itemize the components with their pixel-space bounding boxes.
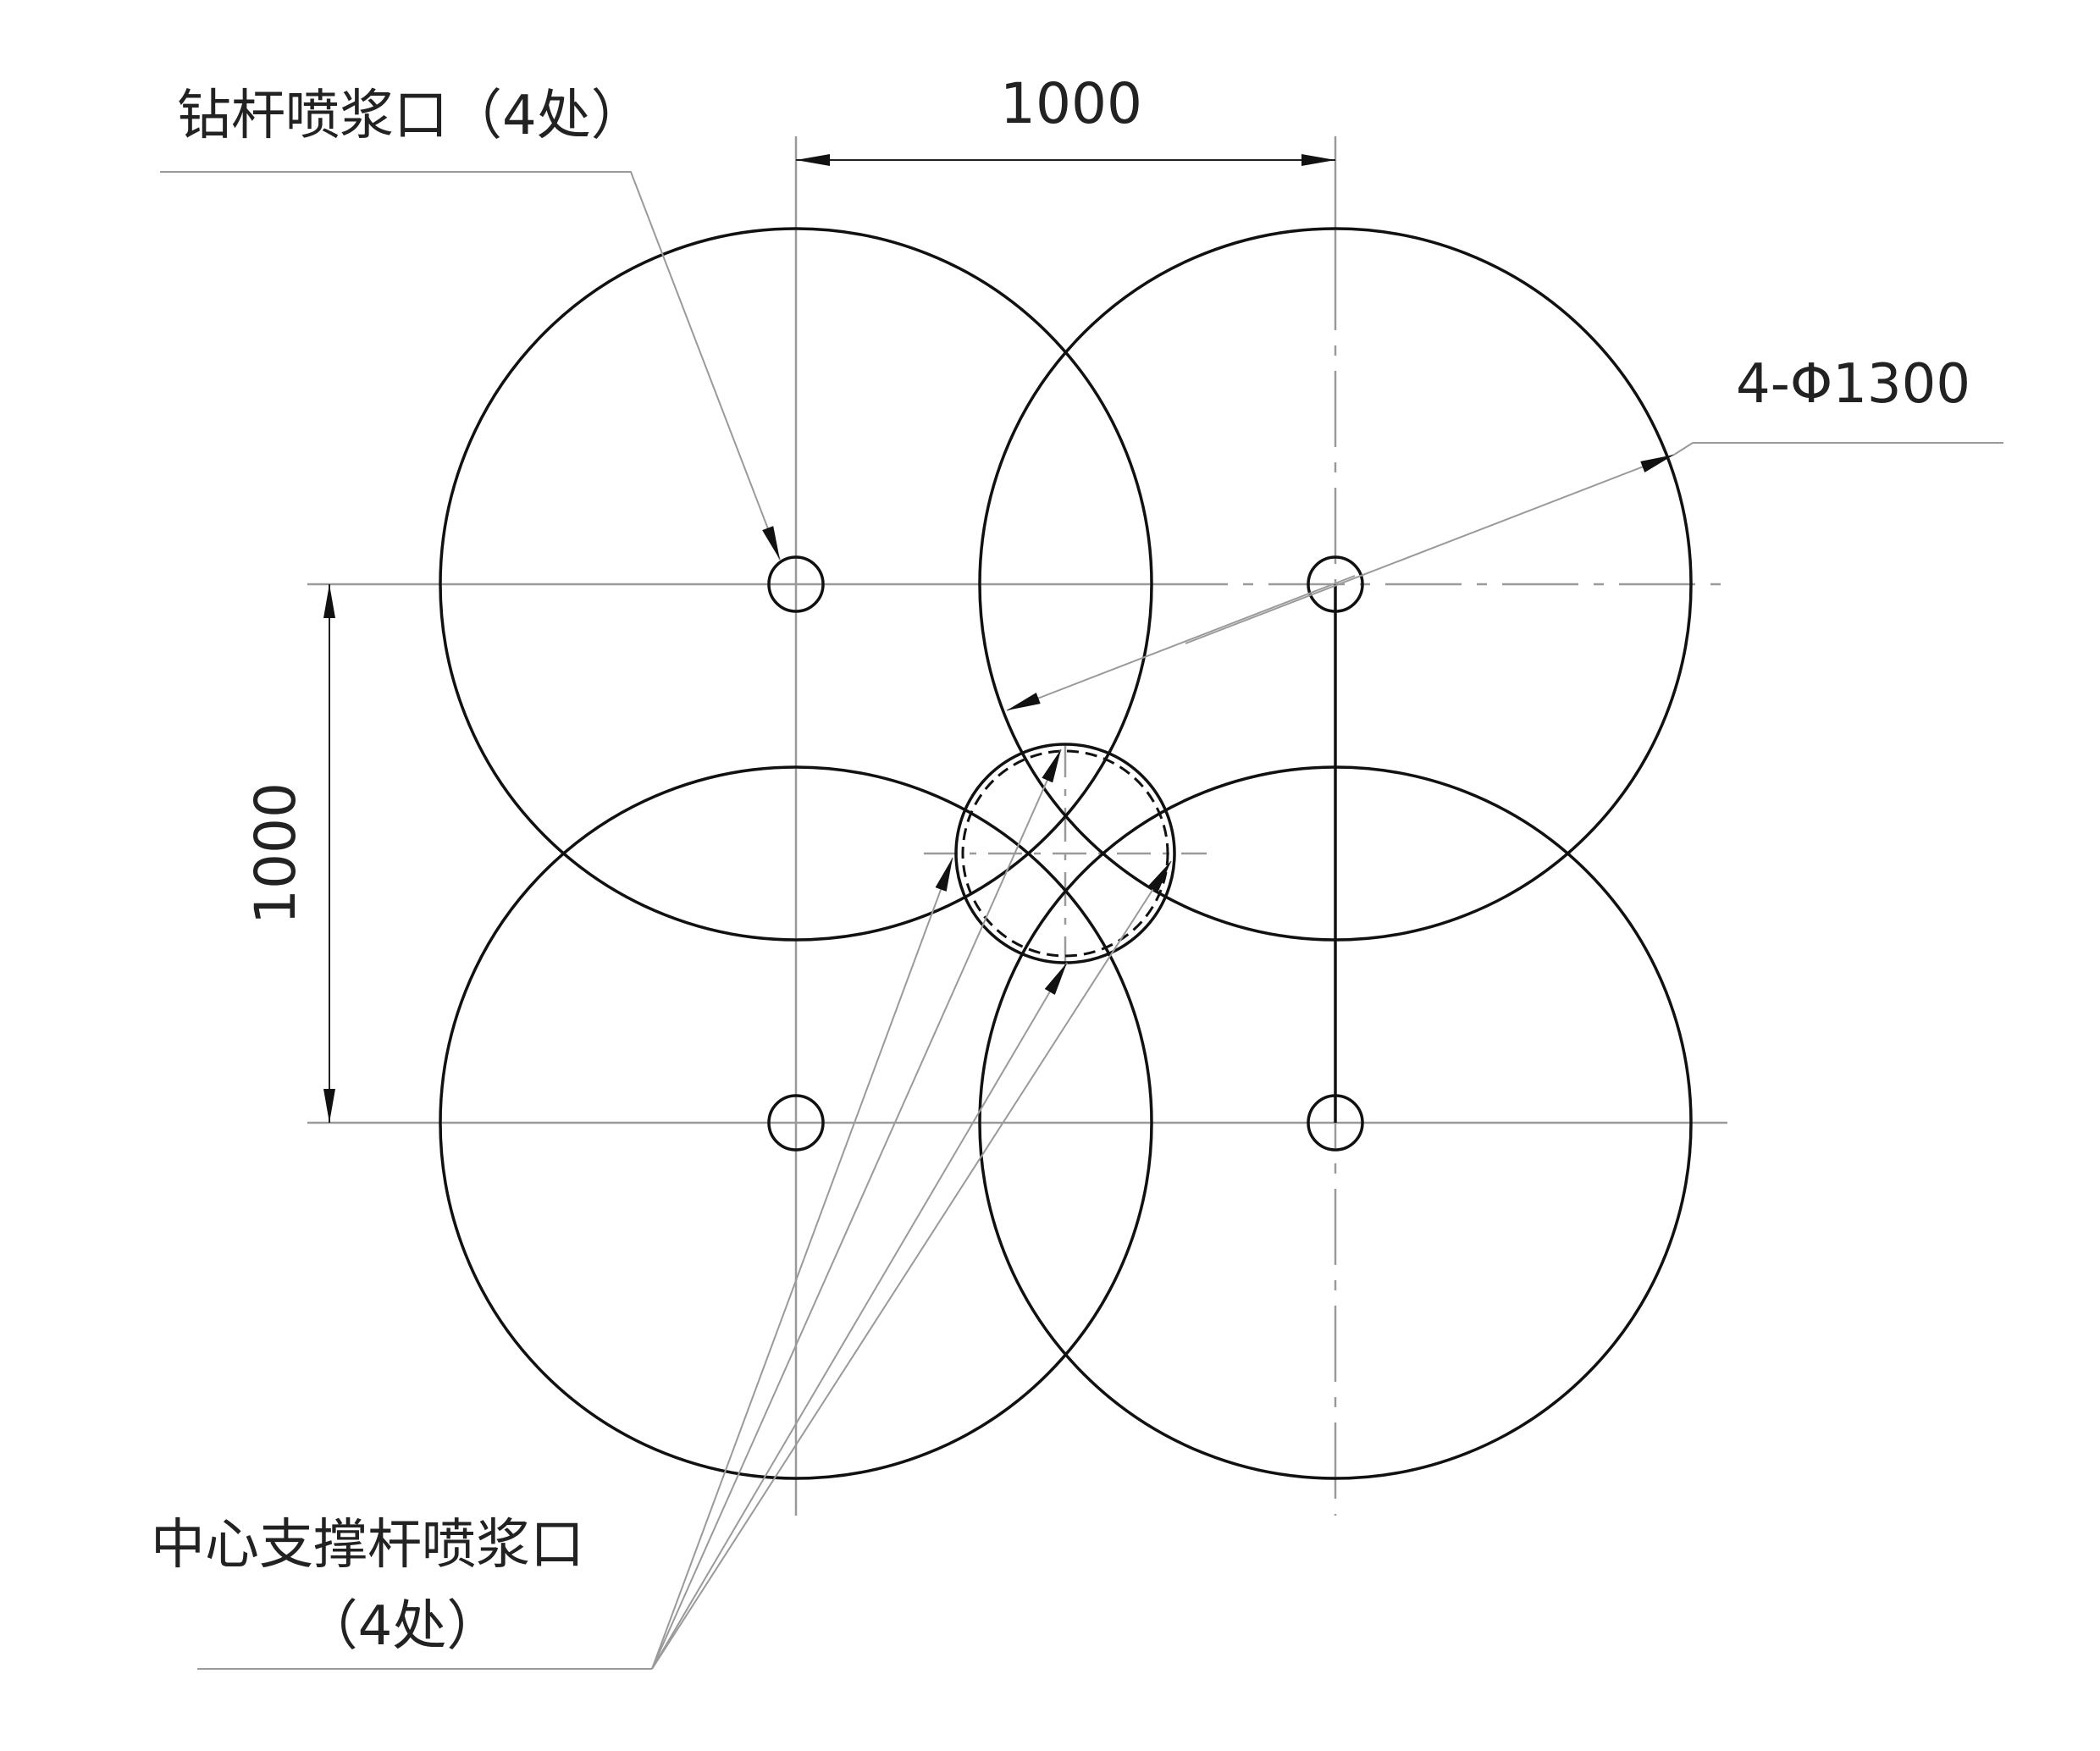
drill-hole-top-left — [767, 555, 825, 613]
drill-rod-holes — [767, 555, 1364, 1152]
diameter-callout: 4-Φ1300 — [1006, 353, 2003, 711]
center-rod-outlet-callout: 中心支撑杆喷浆口 （4处） — [151, 748, 1172, 1670]
left-dimension: 1000 — [243, 584, 335, 1123]
diameter-label: 4-Φ1300 — [1736, 353, 1970, 416]
left-dimension-text: 1000 — [243, 782, 308, 925]
top-dimension: 1000 — [796, 71, 1335, 166]
top-dimension-text: 1000 — [1000, 71, 1142, 136]
column-circle-bottom-left — [439, 765, 1153, 1480]
drill-rod-outlet-callout: 钻杆喷浆口（4处） — [160, 85, 781, 561]
center-support-dashed-circle — [961, 749, 1169, 958]
drill-hole-bottom-left — [767, 1094, 825, 1152]
drill-rod-outlet-label: 钻杆喷浆口（4处） — [177, 85, 645, 147]
center-lines — [307, 136, 1727, 1516]
center-rod-outlet-label-line1: 中心支撑杆喷浆口 — [151, 1514, 584, 1577]
center-rod-outlet-label-line2: （4处） — [304, 1595, 501, 1658]
column-circle-top-left — [439, 227, 1153, 942]
